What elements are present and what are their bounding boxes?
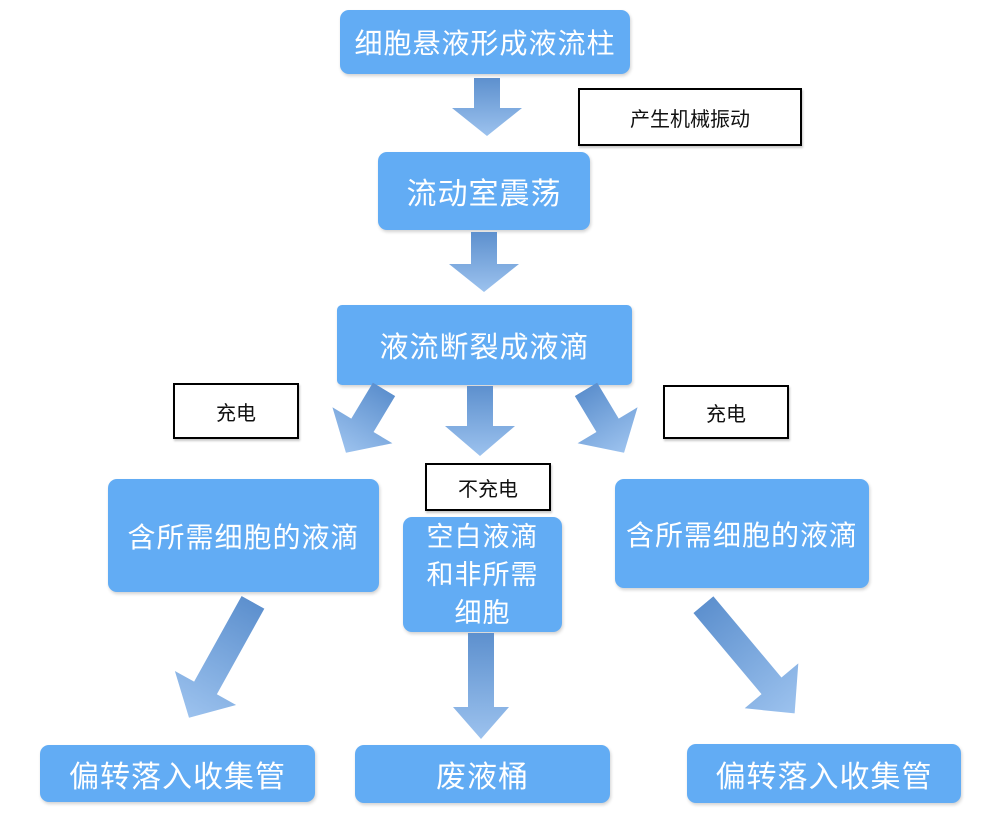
- arrow-down-icon: [449, 232, 519, 292]
- node-blank-center: 空白液滴 和非所需 细胞: [403, 517, 562, 632]
- node-flow-chamber: 流动室震荡: [378, 152, 590, 230]
- arrow-down-right-icon: [574, 382, 638, 453]
- node-waste: 废液桶: [355, 745, 610, 803]
- node-desired-left: 含所需细胞的液滴: [108, 479, 379, 592]
- node-stream-breaks: 液流断裂成液滴: [337, 305, 632, 385]
- label-charge-right: 充电: [663, 385, 789, 439]
- arrow-down-icon: [452, 78, 522, 136]
- node-desired-right: 含所需细胞的液滴: [615, 479, 869, 588]
- arrow-down-left-icon: [332, 382, 396, 453]
- node-cell-suspension: 细胞悬液形成液流柱: [340, 10, 630, 74]
- node-collect-left: 偏转落入收集管: [40, 745, 315, 802]
- arrow-down-left-icon: [174, 595, 265, 718]
- label-mechanical-vibration: 产生机械振动: [578, 88, 802, 146]
- label-charge-left: 充电: [173, 383, 299, 439]
- arrow-down-icon: [445, 386, 515, 456]
- arrow-down-right-icon: [693, 596, 799, 714]
- arrow-down-icon: [453, 633, 509, 739]
- label-no-charge: 不充电: [425, 463, 551, 511]
- node-collect-right: 偏转落入收集管: [687, 744, 961, 803]
